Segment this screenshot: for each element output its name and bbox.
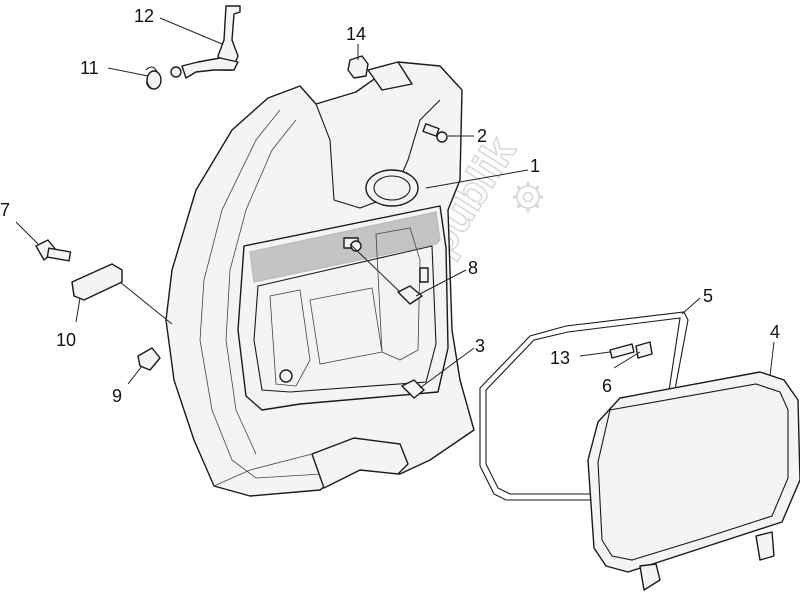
part-10-bracket — [71, 263, 123, 301]
part-1-inner-shield — [165, 61, 475, 497]
part-2-screw — [422, 123, 448, 143]
callout-11: 11 — [80, 58, 99, 78]
callout-3: 3 — [475, 336, 485, 356]
callout-8: 8 — [468, 258, 478, 278]
callout-9: 9 — [112, 386, 122, 406]
leader-6 — [613, 351, 641, 369]
callout-12: 12 — [134, 6, 154, 26]
callout-6: 6 — [602, 376, 612, 396]
callout-labels: 1 2 3 4 5 6 7 8 9 10 11 12 13 14 — [0, 6, 780, 406]
leader-lines — [15, 17, 775, 389]
part-6-clip — [635, 341, 653, 359]
part-14-clip — [347, 55, 413, 91]
part-7-bolt — [35, 239, 72, 262]
part-12-lock-lever — [170, 5, 241, 79]
part-8-screw — [397, 285, 423, 305]
part-4-lid — [587, 371, 800, 591]
leader-part1-to-10 — [119, 281, 173, 325]
gear-icon — [513, 182, 543, 212]
leader-11 — [107, 67, 149, 77]
leader-9 — [127, 365, 143, 385]
leader-8 — [415, 269, 467, 297]
part-3-screw — [401, 379, 425, 399]
leader-4 — [769, 341, 775, 377]
callout-14: 14 — [346, 24, 366, 44]
callout-7: 7 — [0, 200, 10, 220]
callout-4: 4 — [770, 322, 780, 342]
leader-12 — [159, 17, 223, 45]
part-11-spring — [145, 66, 162, 90]
leader-3 — [419, 347, 475, 389]
callout-10: 10 — [56, 330, 76, 350]
leader-5 — [681, 297, 701, 315]
callout-1: 1 — [530, 156, 540, 176]
leader-10 — [75, 297, 81, 323]
callout-5: 5 — [703, 286, 713, 306]
callout-13: 13 — [550, 348, 570, 368]
callout-2: 2 — [477, 126, 487, 146]
leader-13 — [579, 351, 611, 357]
part-9-clip — [137, 347, 161, 371]
leader-part8-guide — [349, 243, 401, 293]
leader-1 — [425, 169, 529, 189]
part-13-clip — [609, 343, 635, 359]
leader-7 — [15, 221, 39, 245]
